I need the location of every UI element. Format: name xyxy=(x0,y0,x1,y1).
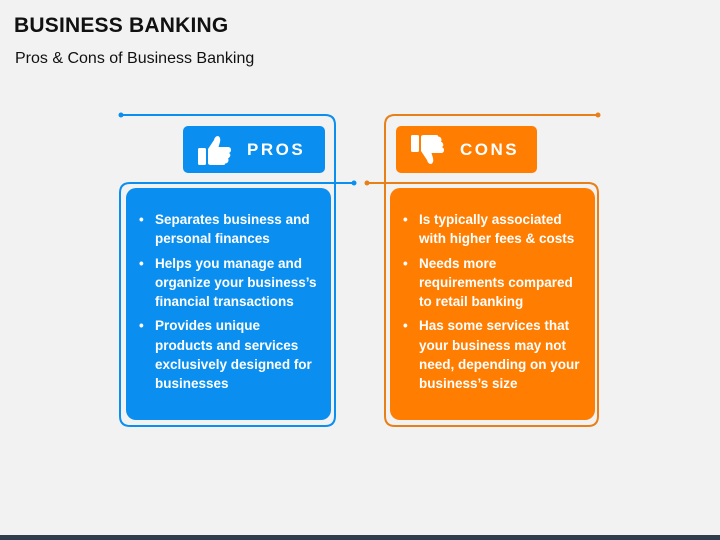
pros-header: PROS xyxy=(183,126,325,173)
pros-connector-end-dot xyxy=(351,180,357,186)
footer-bar xyxy=(0,535,720,540)
cons-label: CONS xyxy=(460,139,520,159)
pros-label: PROS xyxy=(247,139,306,159)
pros-connector-dot xyxy=(118,112,124,118)
pros-outline xyxy=(119,114,354,427)
cons-connector-end-dot xyxy=(364,180,370,186)
cons-header: CONS xyxy=(396,126,537,173)
slide-subtitle: Pros & Cons of Business Banking xyxy=(15,50,255,67)
thumbs-up-icon xyxy=(197,134,233,166)
slide-title: BUSINESS BANKING xyxy=(14,14,229,37)
cons-item: Needs more requirements compared to reta… xyxy=(400,254,583,312)
cons-item: Is typically associated with higher fees… xyxy=(400,210,583,249)
pros-card: Separates business and personal finances… xyxy=(126,188,331,420)
pros-item: Helps you manage and organize your busin… xyxy=(136,254,319,312)
cons-outline xyxy=(367,114,599,427)
pros-list: Separates business and personal finances… xyxy=(136,210,319,394)
cons-item: Has some services that your business may… xyxy=(400,316,583,393)
cons-card: Is typically associated with higher fees… xyxy=(390,188,595,420)
pros-item: Provides unique products and services ex… xyxy=(136,316,319,393)
cons-connector-dot xyxy=(595,112,601,118)
thumbs-down-icon xyxy=(410,134,446,166)
pros-item: Separates business and personal finances xyxy=(136,210,319,249)
cons-list: Is typically associated with higher fees… xyxy=(400,210,583,394)
